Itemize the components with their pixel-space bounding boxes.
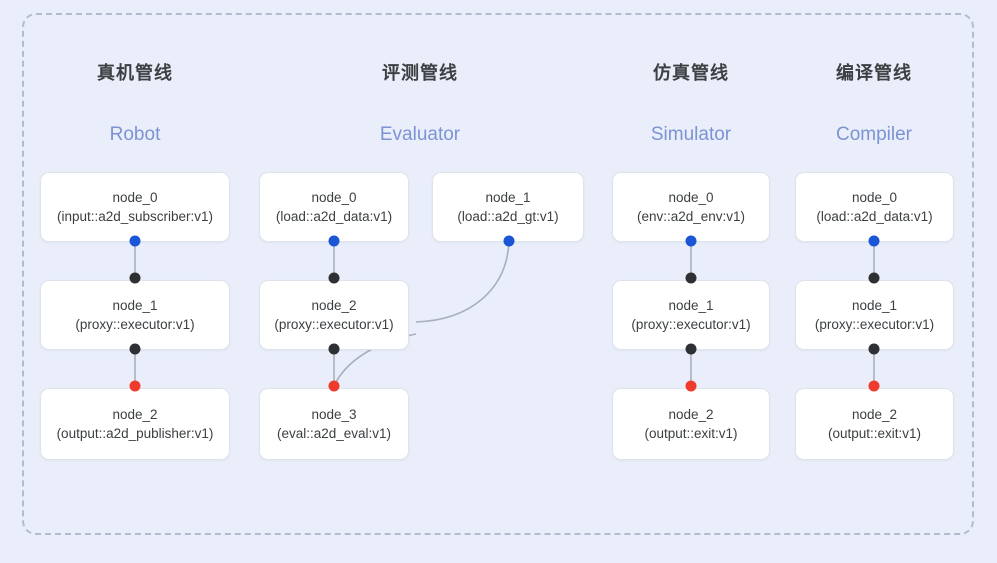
port-output-robot-0[interactable] bbox=[129, 235, 141, 247]
node-spec: (proxy::executor:v1) bbox=[814, 317, 935, 332]
port-input-compiler-1[interactable] bbox=[868, 272, 880, 284]
port-output-robot-1[interactable] bbox=[129, 343, 141, 355]
node-spec: (output::exit:v1) bbox=[644, 426, 738, 441]
node-spec: (load::a2d_gt:v1) bbox=[457, 209, 559, 224]
node-spec: (output::a2d_publisher:v1) bbox=[56, 426, 214, 441]
port-input-robot-2[interactable] bbox=[129, 380, 141, 392]
node-spec: (output::exit:v1) bbox=[827, 426, 922, 441]
node-name: node_0 bbox=[311, 190, 357, 205]
port-output-evaluator-gt[interactable] bbox=[503, 235, 515, 247]
node-spec: (proxy::executor:v1) bbox=[274, 317, 394, 332]
node-evaluator-2[interactable]: node_2 (proxy::executor:v1) bbox=[259, 280, 409, 350]
port-input-simulator-2[interactable] bbox=[685, 380, 697, 392]
node-compiler-0[interactable]: node_0 (load::a2d_data:v1) bbox=[795, 172, 954, 242]
port-output-simulator-0[interactable] bbox=[685, 235, 697, 247]
node-name: node_2 bbox=[851, 407, 898, 422]
node-robot-0[interactable]: node_0 (input::a2d_subscriber:v1) bbox=[40, 172, 230, 242]
node-evaluator-3[interactable]: node_3 (eval::a2d_eval:v1) bbox=[259, 388, 409, 460]
node-spec: (proxy::executor:v1) bbox=[631, 317, 751, 332]
node-name: node_2 bbox=[112, 407, 158, 422]
node-name: node_1 bbox=[112, 298, 158, 313]
node-spec: (env::a2d_env:v1) bbox=[636, 209, 746, 224]
node-spec: (input::a2d_subscriber:v1) bbox=[56, 209, 214, 224]
pipeline-group-frame bbox=[22, 13, 974, 535]
port-input-evaluator-2[interactable] bbox=[328, 272, 340, 284]
node-name: node_1 bbox=[485, 190, 531, 205]
port-output-evaluator-2[interactable] bbox=[328, 343, 340, 355]
port-output-evaluator-0[interactable] bbox=[328, 235, 340, 247]
port-output-compiler-1[interactable] bbox=[868, 343, 880, 355]
node-robot-2[interactable]: node_2 (output::a2d_publisher:v1) bbox=[40, 388, 230, 460]
node-spec: (proxy::executor:v1) bbox=[75, 317, 195, 332]
node-name: node_1 bbox=[851, 298, 898, 313]
node-name: node_0 bbox=[112, 190, 158, 205]
node-name: node_0 bbox=[668, 190, 714, 205]
node-compiler-2[interactable]: node_2 (output::exit:v1) bbox=[795, 388, 954, 460]
port-input-evaluator-3[interactable] bbox=[328, 380, 340, 392]
node-simulator-1[interactable]: node_1 (proxy::executor:v1) bbox=[612, 280, 770, 350]
node-simulator-0[interactable]: node_0 (env::a2d_env:v1) bbox=[612, 172, 770, 242]
port-output-simulator-1[interactable] bbox=[685, 343, 697, 355]
node-compiler-1[interactable]: node_1 (proxy::executor:v1) bbox=[795, 280, 954, 350]
node-evaluator-0[interactable]: node_0 (load::a2d_data:v1) bbox=[259, 172, 409, 242]
node-name: node_3 bbox=[311, 407, 357, 422]
node-spec: (load::a2d_data:v1) bbox=[275, 209, 393, 224]
node-name: node_1 bbox=[668, 298, 714, 313]
node-name: node_2 bbox=[668, 407, 714, 422]
node-name: node_2 bbox=[311, 298, 357, 313]
port-input-robot-1[interactable] bbox=[129, 272, 141, 284]
node-name: node_0 bbox=[851, 190, 898, 205]
node-robot-1[interactable]: node_1 (proxy::executor:v1) bbox=[40, 280, 230, 350]
node-simulator-2[interactable]: node_2 (output::exit:v1) bbox=[612, 388, 770, 460]
port-input-simulator-1[interactable] bbox=[685, 272, 697, 284]
node-evaluator-gt[interactable]: node_1 (load::a2d_gt:v1) bbox=[432, 172, 584, 242]
node-spec: (eval::a2d_eval:v1) bbox=[276, 426, 392, 441]
node-spec: (load::a2d_data:v1) bbox=[816, 209, 933, 224]
port-output-compiler-0[interactable] bbox=[868, 235, 880, 247]
port-input-compiler-2[interactable] bbox=[868, 380, 880, 392]
